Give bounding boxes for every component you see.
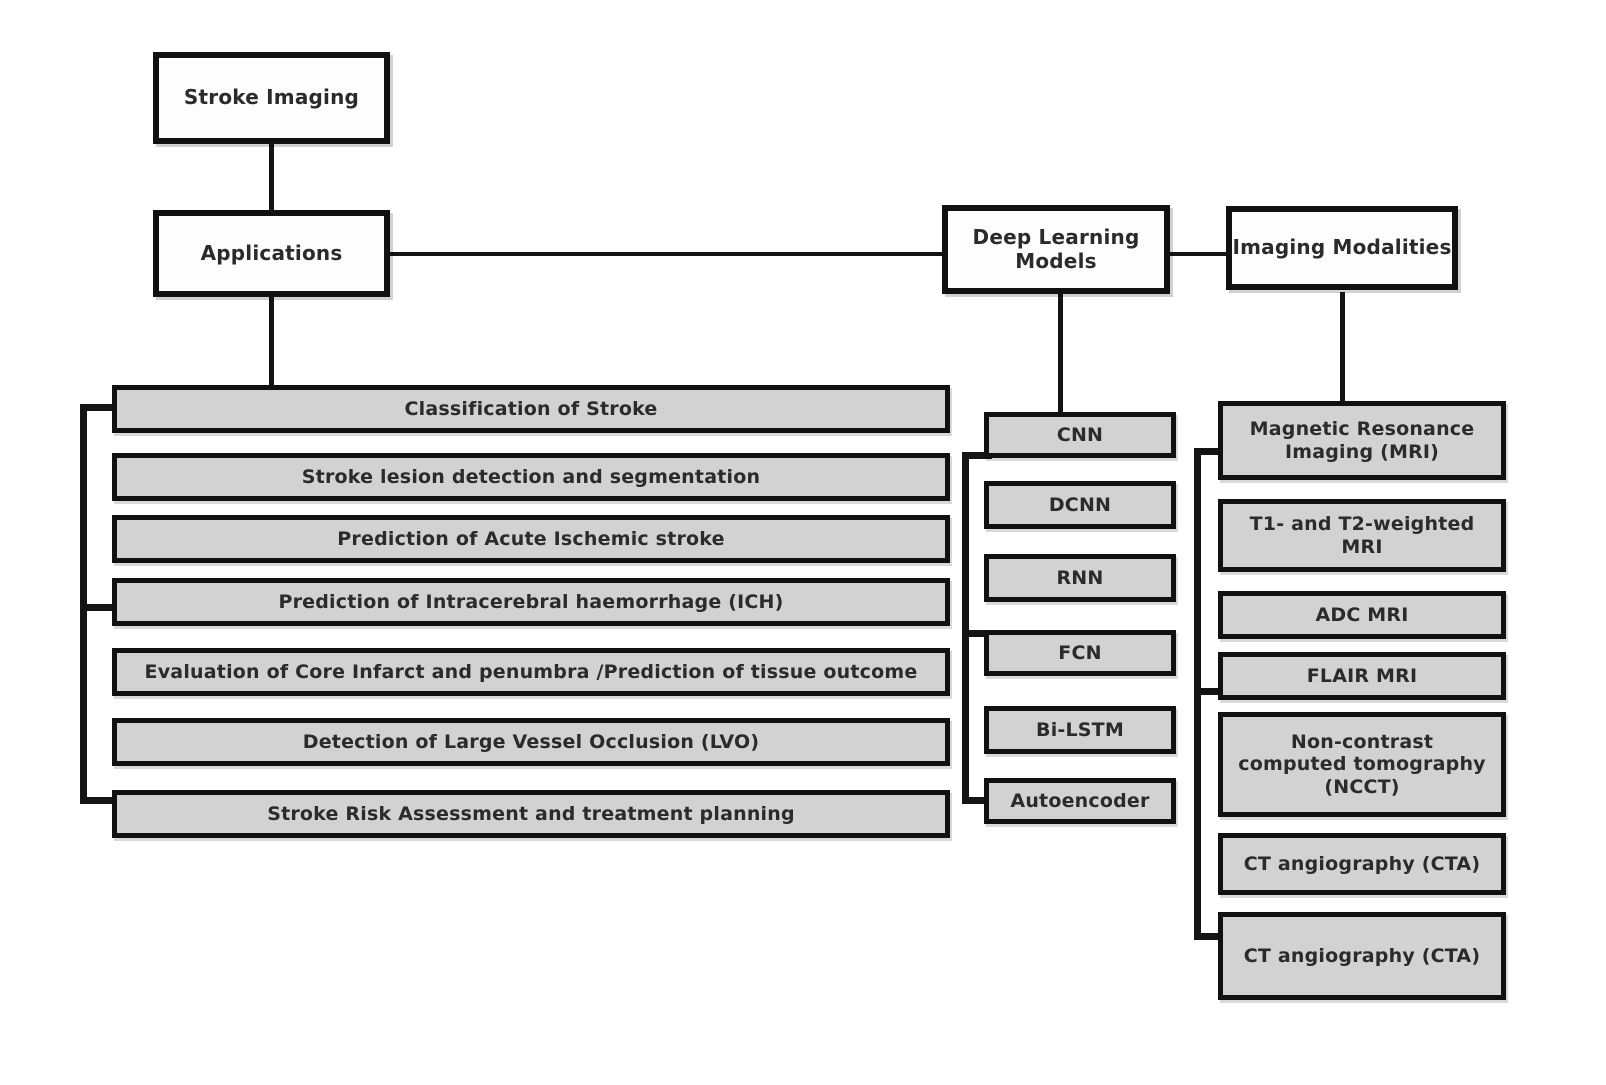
application-item-2[interactable]: Stroke lesion detection and segmentation (112, 453, 950, 501)
model-item-6-label: Autoencoder (1010, 789, 1150, 812)
node-imaging-modalities-label: Imaging Modalities (1232, 235, 1452, 260)
modality-item-5-line3: (NCCT) (1324, 775, 1400, 798)
modality-item-1-label: Magnetic Resonance Imaging (MRI) (1242, 418, 1483, 463)
modality-item-4[interactable]: FLAIR MRI (1218, 652, 1506, 700)
modality-item-5-label: Non-contrast computed tomography (NCCT) (1230, 731, 1494, 798)
model-item-1[interactable]: CNN (984, 412, 1176, 458)
modality-item-2-line2: MRI (1341, 535, 1383, 558)
connector-root-to-applications (269, 140, 274, 214)
modality-item-6-label: CT angiography (CTA) (1243, 852, 1481, 875)
modality-item-7-label: CT angiography (CTA) (1243, 944, 1481, 967)
models-bracket-spine (962, 452, 969, 804)
models-bracket-stub-mid (962, 630, 992, 637)
applications-bracket-stub-top (80, 404, 118, 411)
connector-applications-to-models (388, 252, 948, 256)
modality-item-2[interactable]: T1- and T2-weighted MRI (1218, 499, 1506, 572)
modalities-bracket-stub-top (1194, 448, 1226, 455)
node-stroke-imaging-label: Stroke Imaging (183, 85, 360, 110)
connector-applications-down (269, 294, 274, 390)
application-item-7-label: Stroke Risk Assessment and treatment pla… (267, 802, 795, 825)
application-item-7[interactable]: Stroke Risk Assessment and treatment pla… (112, 790, 950, 838)
node-applications-label: Applications (200, 240, 343, 265)
node-applications[interactable]: Applications (153, 210, 390, 297)
application-item-4-label: Prediction of Intracerebral haemorrhage … (278, 590, 784, 613)
model-item-4[interactable]: FCN (984, 630, 1176, 676)
application-item-5-label: Evaluation of Core Infarct and penumbra … (144, 660, 918, 683)
application-item-4[interactable]: Prediction of Intracerebral haemorrhage … (112, 578, 950, 626)
model-item-2-label: DCNN (1048, 493, 1112, 516)
modality-item-5[interactable]: Non-contrast computed tomography (NCCT) (1218, 712, 1506, 817)
application-item-1[interactable]: Classification of Stroke (112, 385, 950, 433)
application-item-1-label: Classification of Stroke (404, 397, 658, 420)
model-item-6[interactable]: Autoencoder (984, 778, 1176, 824)
modality-item-5-line1: Non-contrast (1290, 730, 1434, 753)
application-item-6[interactable]: Detection of Large Vessel Occlusion (LVO… (112, 718, 950, 766)
node-deep-learning-models-line2: Models (1015, 248, 1097, 273)
node-deep-learning-models-line1: Deep Learning (972, 224, 1140, 249)
model-item-4-label: FCN (1058, 641, 1102, 664)
model-item-5-label: Bi-LSTM (1036, 718, 1124, 741)
modality-item-3[interactable]: ADC MRI (1218, 591, 1506, 639)
node-stroke-imaging[interactable]: Stroke Imaging (153, 52, 390, 144)
applications-bracket-stub-mid (80, 604, 118, 611)
application-item-3[interactable]: Prediction of Acute Ischemic stroke (112, 515, 950, 563)
application-item-2-label: Stroke lesion detection and segmentation (301, 465, 761, 488)
node-deep-learning-models[interactable]: Deep Learning Models (942, 205, 1170, 294)
modality-item-4-label: FLAIR MRI (1306, 664, 1418, 687)
modality-item-1-line2: Imaging (MRI) (1284, 440, 1440, 463)
connector-models-to-modalities (1168, 252, 1226, 256)
applications-bracket-stub-bottom (80, 797, 118, 804)
modality-item-1-line1: Magnetic Resonance (1249, 418, 1475, 441)
modality-item-2-label: T1- and T2-weighted MRI (1242, 513, 1483, 558)
modalities-bracket-stub-mid (1194, 688, 1226, 695)
models-bracket-stub-top (962, 452, 992, 459)
model-item-5[interactable]: Bi-LSTM (984, 706, 1176, 754)
modalities-bracket-stub-bottom (1194, 933, 1226, 940)
model-item-1-label: CNN (1056, 423, 1104, 446)
modality-item-5-line2: computed tomography (1238, 753, 1486, 776)
models-bracket-stub-bottom (962, 797, 992, 804)
model-item-3-label: RNN (1056, 566, 1104, 589)
connector-modalities-down (1340, 292, 1345, 402)
node-deep-learning-models-label: Deep Learning Models (972, 224, 1140, 273)
application-item-5[interactable]: Evaluation of Core Infarct and penumbra … (112, 648, 950, 696)
modality-item-6[interactable]: CT angiography (CTA) (1218, 833, 1506, 895)
model-item-2[interactable]: DCNN (984, 481, 1176, 529)
modality-item-7[interactable]: CT angiography (CTA) (1218, 912, 1506, 1000)
model-item-3[interactable]: RNN (984, 554, 1176, 602)
modality-item-2-line1: T1- and T2-weighted (1249, 513, 1475, 536)
application-item-3-label: Prediction of Acute Ischemic stroke (337, 527, 725, 550)
application-item-6-label: Detection of Large Vessel Occlusion (LVO… (302, 730, 760, 753)
connector-models-down (1058, 292, 1063, 414)
modality-item-3-label: ADC MRI (1315, 603, 1409, 626)
node-imaging-modalities[interactable]: Imaging Modalities (1226, 206, 1458, 290)
modality-item-1[interactable]: Magnetic Resonance Imaging (MRI) (1218, 401, 1506, 480)
